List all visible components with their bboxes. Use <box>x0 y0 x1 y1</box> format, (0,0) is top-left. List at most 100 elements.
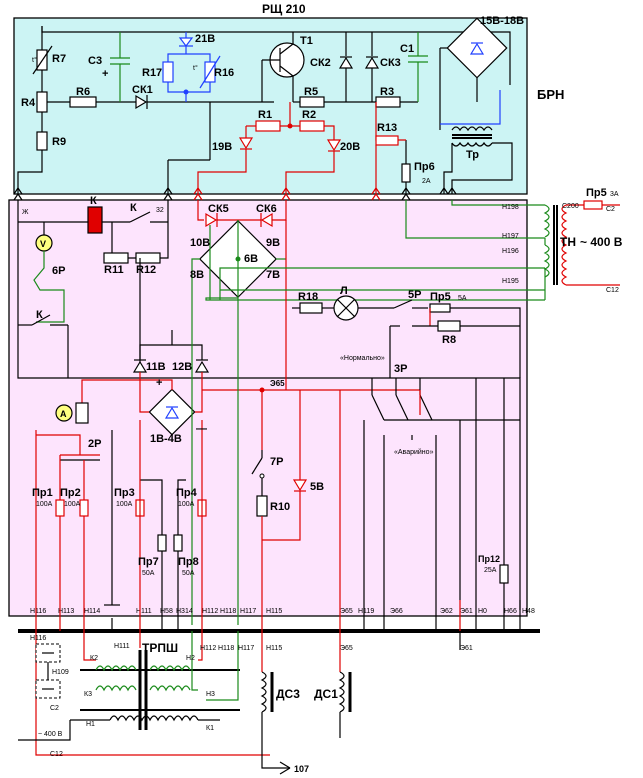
label-pr8: Пр8 <box>178 556 199 568</box>
diode-ck6 <box>260 212 273 228</box>
terminal-h115: Н115 <box>266 608 282 615</box>
label-h2: Н2 <box>186 655 195 662</box>
tn-transformer <box>543 200 620 300</box>
label-tn-voltage: ~ 400 В <box>580 235 623 249</box>
label-a: A <box>60 409 67 419</box>
terminal-e62: Э62 <box>440 608 453 615</box>
terminal-labels: Н116 Н113 Н114 Н111 Н58 Н314 Н112 Н118 Н… <box>30 608 535 615</box>
zener-21b <box>178 37 194 47</box>
terminal-h113: Н113 <box>58 608 74 615</box>
lower-labels: Н116 Н109 С2 Н1 ~ 400 В С12 Н111 ТРПШ К2… <box>30 635 473 774</box>
label-pr5-panel-rating: 5А <box>458 295 467 302</box>
label-5p: 5Р <box>408 289 421 301</box>
resistor-r12 <box>135 252 161 264</box>
main-panel <box>8 199 528 617</box>
label-ck3: СК3 <box>380 57 401 69</box>
label-h1: Н1 <box>86 721 95 728</box>
label-ck1: СК1 <box>132 84 153 96</box>
brn-panel <box>13 17 528 195</box>
label-h195: Н195 <box>502 278 519 285</box>
label-pr1-rating: 100А <box>36 501 53 508</box>
label-7b: 7В <box>266 269 280 281</box>
label-r12: R12 <box>136 264 156 276</box>
label-19b: 19В <box>212 141 232 153</box>
label-h109: Н109 <box>52 669 69 676</box>
label-pr5-tn: Пр5 <box>586 187 607 199</box>
terminal-e65: Э65 <box>340 608 353 615</box>
label-pr3: Пр3 <box>114 487 135 499</box>
label-trpsh: ТРПШ <box>142 641 178 655</box>
label-pr3-rating: 100А <box>116 501 133 508</box>
label-lower-h112: Н112 <box>200 645 216 652</box>
fuse-pr7 <box>157 534 167 552</box>
terminal-h48: Н48 <box>522 608 535 615</box>
label-lower-c2: С2 <box>50 705 59 712</box>
diode-5b <box>292 479 308 492</box>
label-7p: 7Р <box>270 456 283 468</box>
label-lower-e65: Э65 <box>340 645 353 652</box>
label-v: V <box>40 239 46 249</box>
panel-title: РЩ 210 <box>262 2 306 16</box>
label-h197: Н197 <box>502 233 519 240</box>
label-pr12: Пр12 <box>478 554 500 564</box>
fuse-pr5-tn <box>583 200 603 210</box>
label-lower-h111: Н111 <box>114 643 130 650</box>
label-t-sym: t° <box>32 56 37 64</box>
tn-labels: Н198 Н197 Н196 Н195 С200 С12 Пр5 3А С2 Т… <box>502 187 623 294</box>
label-5b: 5В <box>310 481 324 493</box>
label-pr7-rating: 50А <box>142 570 155 577</box>
zener-ck1 <box>135 94 148 110</box>
diode-20b <box>326 139 342 152</box>
label-bridge-1-4: 1В-4В <box>150 433 182 445</box>
label-r18: R18 <box>298 291 318 303</box>
label-zh: Ж <box>22 209 29 216</box>
main-circuit <box>17 200 545 625</box>
label-c12: С12 <box>606 287 619 294</box>
resistor-r11 <box>103 252 129 264</box>
label-r4: R4 <box>21 97 36 109</box>
label-pr2: Пр2 <box>60 487 81 499</box>
label-6p: 6Р <box>52 265 65 277</box>
resistor-r13 <box>375 135 399 146</box>
resistor-r6 <box>69 96 97 108</box>
label-lower-e61: Э61 <box>460 645 473 652</box>
label-c1: C1 <box>400 43 414 55</box>
resistor-r4 <box>36 91 48 113</box>
label-pr7: Пр7 <box>138 556 159 568</box>
label-21b: 21В <box>195 33 215 45</box>
label-c3-plus: + <box>102 68 108 80</box>
label-bridge-15-18: 15В-18В <box>480 15 524 27</box>
label-bridge-plus: + <box>156 377 162 389</box>
label-9b: 9В <box>266 237 280 249</box>
label-r3: R3 <box>380 86 394 98</box>
label-c200: С200 <box>562 203 579 210</box>
label-bridge-minus: — <box>196 423 207 435</box>
label-pr12-rating: 25А <box>484 567 497 574</box>
label-ck6: СК6 <box>256 203 277 215</box>
label-20b: 20В <box>340 141 360 153</box>
main-labels: Ж К К 32 R11 R12 V 6Р К СК5 СК6 10В 9В 6… <box>22 195 500 577</box>
terminal-h111: Н111 <box>136 608 152 615</box>
label-lamp: Л <box>340 285 348 297</box>
label-pr4-rating: 100А <box>178 501 195 508</box>
label-h196: Н196 <box>502 248 519 255</box>
label-r10: R10 <box>270 501 290 513</box>
label-h198: Н198 <box>502 204 519 211</box>
label-t1: T1 <box>300 35 313 47</box>
fuse-pr12 <box>499 564 509 584</box>
label-k3: К3 <box>84 691 92 698</box>
label-ds1: ДС1 <box>314 687 338 701</box>
label-k1: К1 <box>206 725 214 732</box>
label-c2-tn: С2 <box>606 206 615 213</box>
label-lower-h117: Н117 <box>238 645 254 652</box>
terminal-e66: Э66 <box>390 608 403 615</box>
label-107: 107 <box>294 764 309 774</box>
label-32: 32 <box>156 207 164 214</box>
terminal-h114: Н114 <box>84 608 100 615</box>
label-r6: R6 <box>76 86 90 98</box>
label-11b: 11В <box>146 361 166 373</box>
label-r11: R11 <box>104 264 124 276</box>
label-k-contact2: К <box>36 309 43 321</box>
label-pr1: Пр1 <box>32 487 53 499</box>
